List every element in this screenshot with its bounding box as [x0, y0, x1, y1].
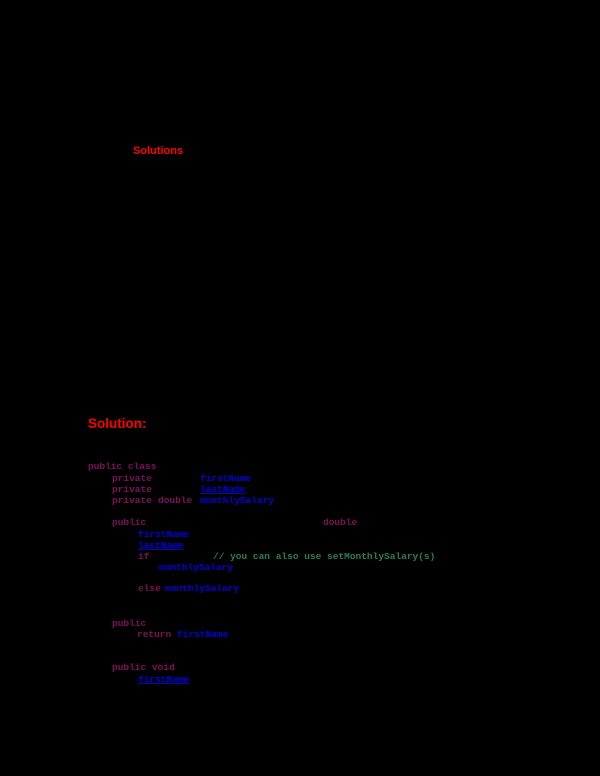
code-identifier: firstName [200, 473, 252, 484]
code-identifier: monthlySalary [200, 495, 275, 506]
code-keyword: if [138, 551, 150, 562]
code-keyword: private [112, 484, 152, 495]
code-keyword: double [158, 495, 193, 506]
code-keyword: private [112, 495, 152, 506]
code-keyword: private [112, 473, 152, 484]
code-keyword: public class [88, 461, 157, 472]
code-identifier: firstName [138, 529, 190, 540]
solution-heading: Solution: [88, 416, 147, 431]
code-keyword: return [137, 629, 172, 640]
code-identifier: firstName [138, 674, 190, 685]
code-identifier: lastName [138, 540, 184, 551]
code-keyword: double [323, 517, 358, 528]
code-keyword: public [112, 517, 147, 528]
code-identifier: monthlySalary [159, 562, 234, 573]
solutions-label: Solutions [133, 145, 184, 157]
code-keyword: public [112, 618, 147, 629]
code-comment: // you can also use setMonthlySalary(s) [213, 551, 436, 562]
code-keyword: public void [112, 662, 175, 673]
code-identifier: firstName [177, 629, 229, 640]
code-identifier: lastName [200, 484, 246, 495]
code-keyword: else [138, 583, 161, 594]
code-identifier: monthlySalary [165, 583, 240, 594]
